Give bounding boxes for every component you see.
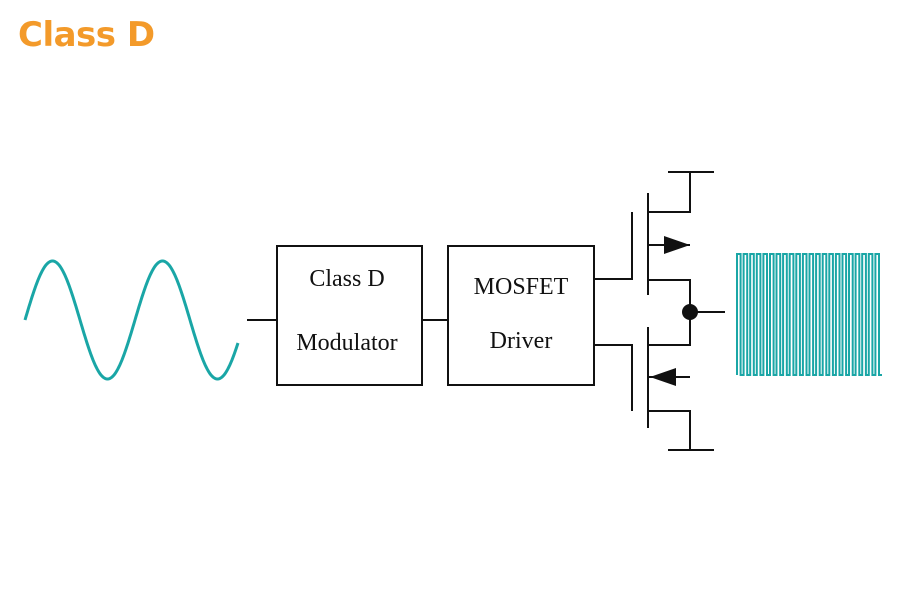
driver-box — [447, 245, 595, 386]
mosfet-high-side-icon — [647, 171, 714, 312]
mosfet-low-side-icon — [647, 312, 714, 451]
modulator-label-line2: Modulator — [296, 330, 397, 356]
driver-label-line1: MOSFET — [474, 274, 569, 300]
modulator-label-line1: Class D — [309, 266, 384, 292]
sine-wave-icon — [23, 259, 240, 381]
gate-line-low — [594, 344, 633, 411]
gate-line-high — [594, 212, 633, 280]
driver-label-line2: Driver — [490, 328, 553, 354]
modulator-box — [276, 245, 423, 386]
diagram-title: Class D — [18, 15, 155, 55]
driver-block: MOSFET Driver — [447, 245, 595, 386]
pwm-square-wave-icon — [736, 253, 882, 376]
modulator-block: Class D Modulator — [276, 245, 423, 386]
